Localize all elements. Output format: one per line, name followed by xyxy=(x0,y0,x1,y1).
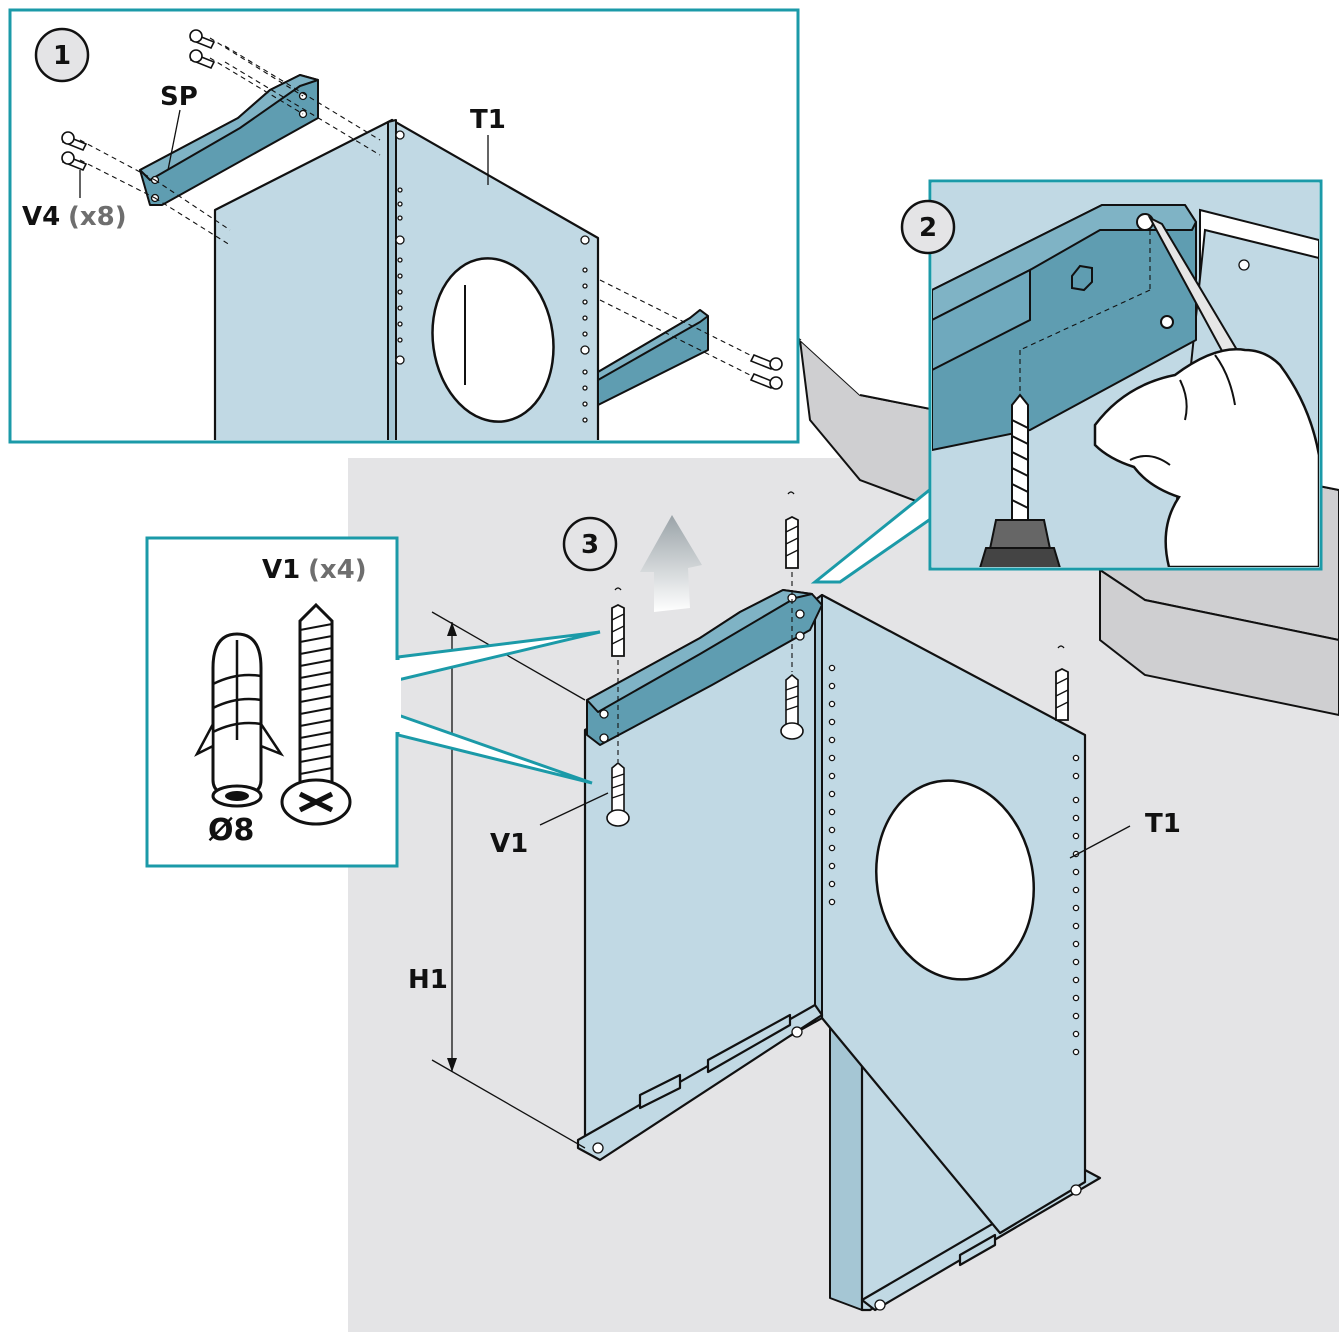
panel-holes-left xyxy=(828,664,836,906)
screw-icon xyxy=(280,602,352,826)
duct-cover-t1-main xyxy=(576,589,1102,1312)
label-diameter: Ø8 xyxy=(208,813,254,848)
panel-holes-right xyxy=(1072,754,1080,1056)
label-v1-main: V1 xyxy=(490,829,528,859)
step-1-badge xyxy=(34,27,90,83)
label-t1-top: T1 xyxy=(470,105,506,135)
step-2-number: 2 xyxy=(919,213,937,243)
drill-icon xyxy=(979,393,1061,567)
step-3-number: 3 xyxy=(581,530,599,560)
label-h1: H1 xyxy=(408,965,448,995)
step-1-number: 1 xyxy=(53,41,71,71)
step-3-badge xyxy=(562,516,618,572)
v1-leader-line xyxy=(539,792,609,826)
step-1-panel xyxy=(8,8,800,444)
label-v1-detail: V1 xyxy=(262,555,300,585)
wall-plug-icon xyxy=(194,632,285,808)
step-2-badge xyxy=(900,199,956,255)
t1-leader-line xyxy=(1069,825,1131,859)
hand-icon xyxy=(1093,348,1319,567)
label-v4: V4 xyxy=(22,202,60,232)
v4-screws xyxy=(61,29,783,390)
label-v1-qty: (x4) xyxy=(308,555,367,585)
step-2-detail xyxy=(810,179,1323,584)
up-arrow-icon xyxy=(640,515,702,612)
dimension-h1 xyxy=(431,611,586,1149)
label-sp: SP xyxy=(160,82,198,112)
label-t1-main: T1 xyxy=(1145,809,1181,839)
v1-detail-callout xyxy=(145,536,601,868)
wall-plugs-and-screws xyxy=(606,491,1069,827)
label-v4-qty: (x8) xyxy=(68,202,127,232)
